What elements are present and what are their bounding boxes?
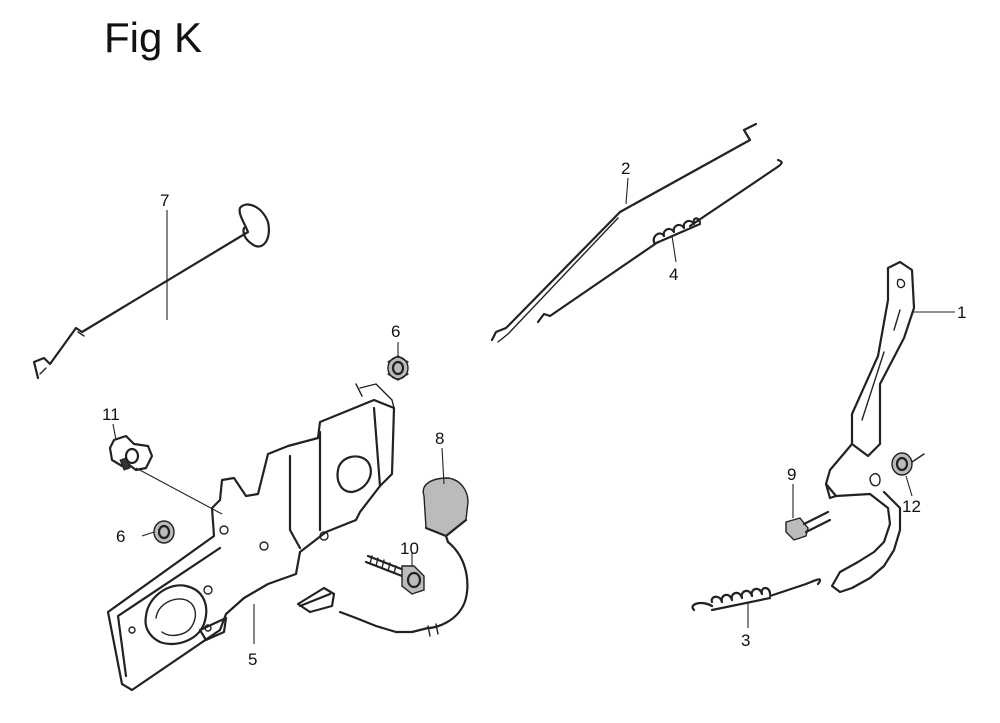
callout-9: 9 [787, 465, 796, 484]
part-6-nut-lower[interactable] [153, 520, 175, 544]
part-8-switch[interactable] [298, 477, 469, 637]
part-11-clip[interactable] [108, 434, 154, 472]
callout-6-lower: 6 [116, 527, 125, 546]
part-7-rod[interactable] [32, 203, 270, 380]
part-5-bracket-plate[interactable] [106, 383, 396, 692]
part-4-spring-wire[interactable] [536, 158, 783, 324]
part-4-coil [652, 217, 702, 246]
leader-lines [112, 177, 955, 644]
callout-11: 11 [102, 405, 120, 424]
callout-5: 5 [248, 650, 257, 669]
part-3-spring[interactable] [691, 578, 822, 612]
callout-10: 10 [400, 539, 419, 558]
callout-7: 7 [160, 191, 169, 210]
figure-title: Fig K [104, 14, 203, 61]
callout-1: 1 [957, 303, 966, 322]
part-10-bolt[interactable] [364, 554, 425, 595]
callout-6-upper: 6 [391, 322, 400, 341]
part-9-screw[interactable] [785, 510, 832, 541]
callout-8: 8 [435, 429, 444, 448]
part-12-nut[interactable] [891, 452, 925, 476]
part-2-rod[interactable] [490, 122, 758, 343]
callout-2: 2 [621, 159, 630, 178]
callout-12: 12 [902, 497, 921, 516]
callout-labels: 7 2 4 1 6 11 6 8 10 5 9 12 3 [102, 159, 966, 669]
part-1-lever[interactable] [824, 260, 916, 594]
callout-3: 3 [741, 631, 750, 650]
callout-4: 4 [669, 265, 678, 284]
part-6-nut-upper[interactable] [387, 355, 409, 381]
